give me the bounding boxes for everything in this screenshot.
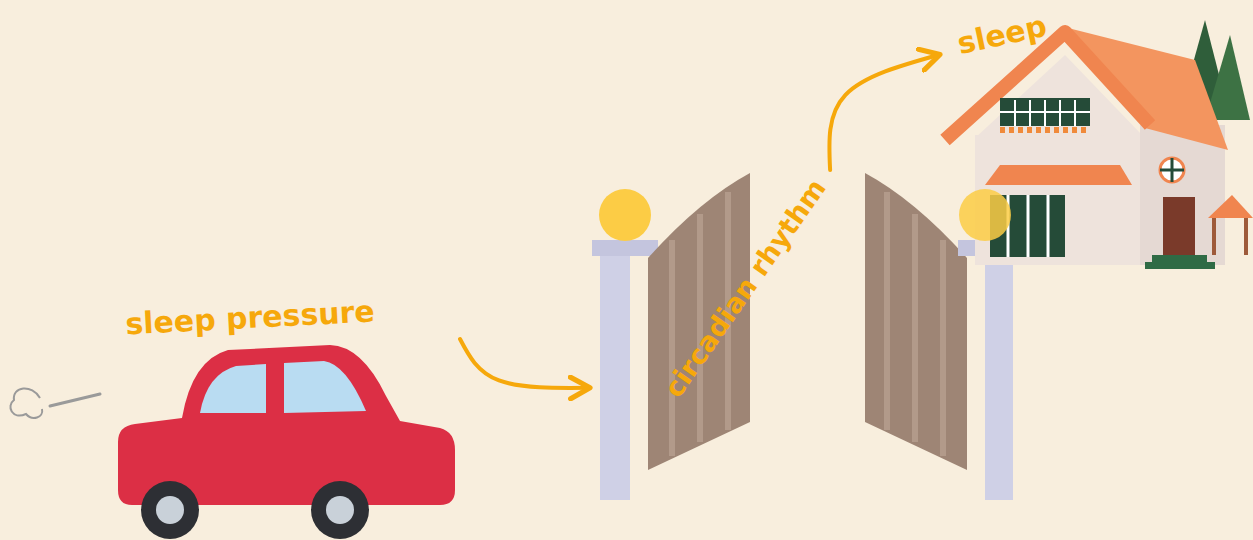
house-step — [1152, 255, 1207, 262]
gazebo-post — [1214, 218, 1246, 255]
exhaust-cloud — [10, 388, 42, 417]
car-wheel — [311, 481, 369, 539]
house-node: sleep — [940, 5, 1253, 280]
door-slat — [912, 214, 918, 442]
car-window — [284, 361, 366, 413]
wheel-hub — [326, 496, 354, 524]
door-slat — [884, 192, 890, 430]
window-bars — [1008, 195, 1048, 257]
window-cross — [1160, 158, 1184, 182]
pillar-ball — [599, 189, 651, 241]
balcony-window — [1000, 98, 1090, 126]
house-step — [1145, 262, 1215, 269]
flow-arrow — [460, 339, 590, 388]
node-label: sleep pressure — [125, 296, 376, 339]
flower-box — [1000, 127, 1090, 133]
gate-pillar — [600, 255, 630, 500]
gate-illustration — [592, 173, 1020, 500]
porch-roof — [985, 165, 1132, 185]
car-body — [118, 345, 455, 505]
car-illustration — [118, 345, 455, 539]
gate-pillar — [985, 255, 1013, 500]
door-slat — [669, 240, 675, 456]
exhaust-puff — [10, 388, 100, 417]
exhaust-line — [50, 394, 100, 406]
door-slat — [940, 240, 946, 456]
balcony-railing — [1000, 100, 1090, 126]
house-roof — [1068, 28, 1228, 150]
gate-node: circadian rhythm — [590, 170, 1025, 505]
flow-arrow — [829, 55, 940, 171]
node-label: circadian rhythm — [660, 174, 830, 401]
pillar-cap — [592, 240, 658, 256]
car-wheel — [141, 481, 199, 539]
wheel-hub — [156, 496, 184, 524]
round-window — [1160, 158, 1184, 182]
car-window — [200, 364, 266, 413]
house-illustration — [945, 20, 1253, 269]
house-door — [1163, 197, 1195, 255]
gate-door — [865, 173, 967, 470]
car-node: sleep pressure — [110, 290, 460, 535]
gazebo-roof — [1208, 195, 1253, 218]
node-label: sleep — [955, 11, 1050, 59]
pillar-ball — [959, 189, 1011, 241]
